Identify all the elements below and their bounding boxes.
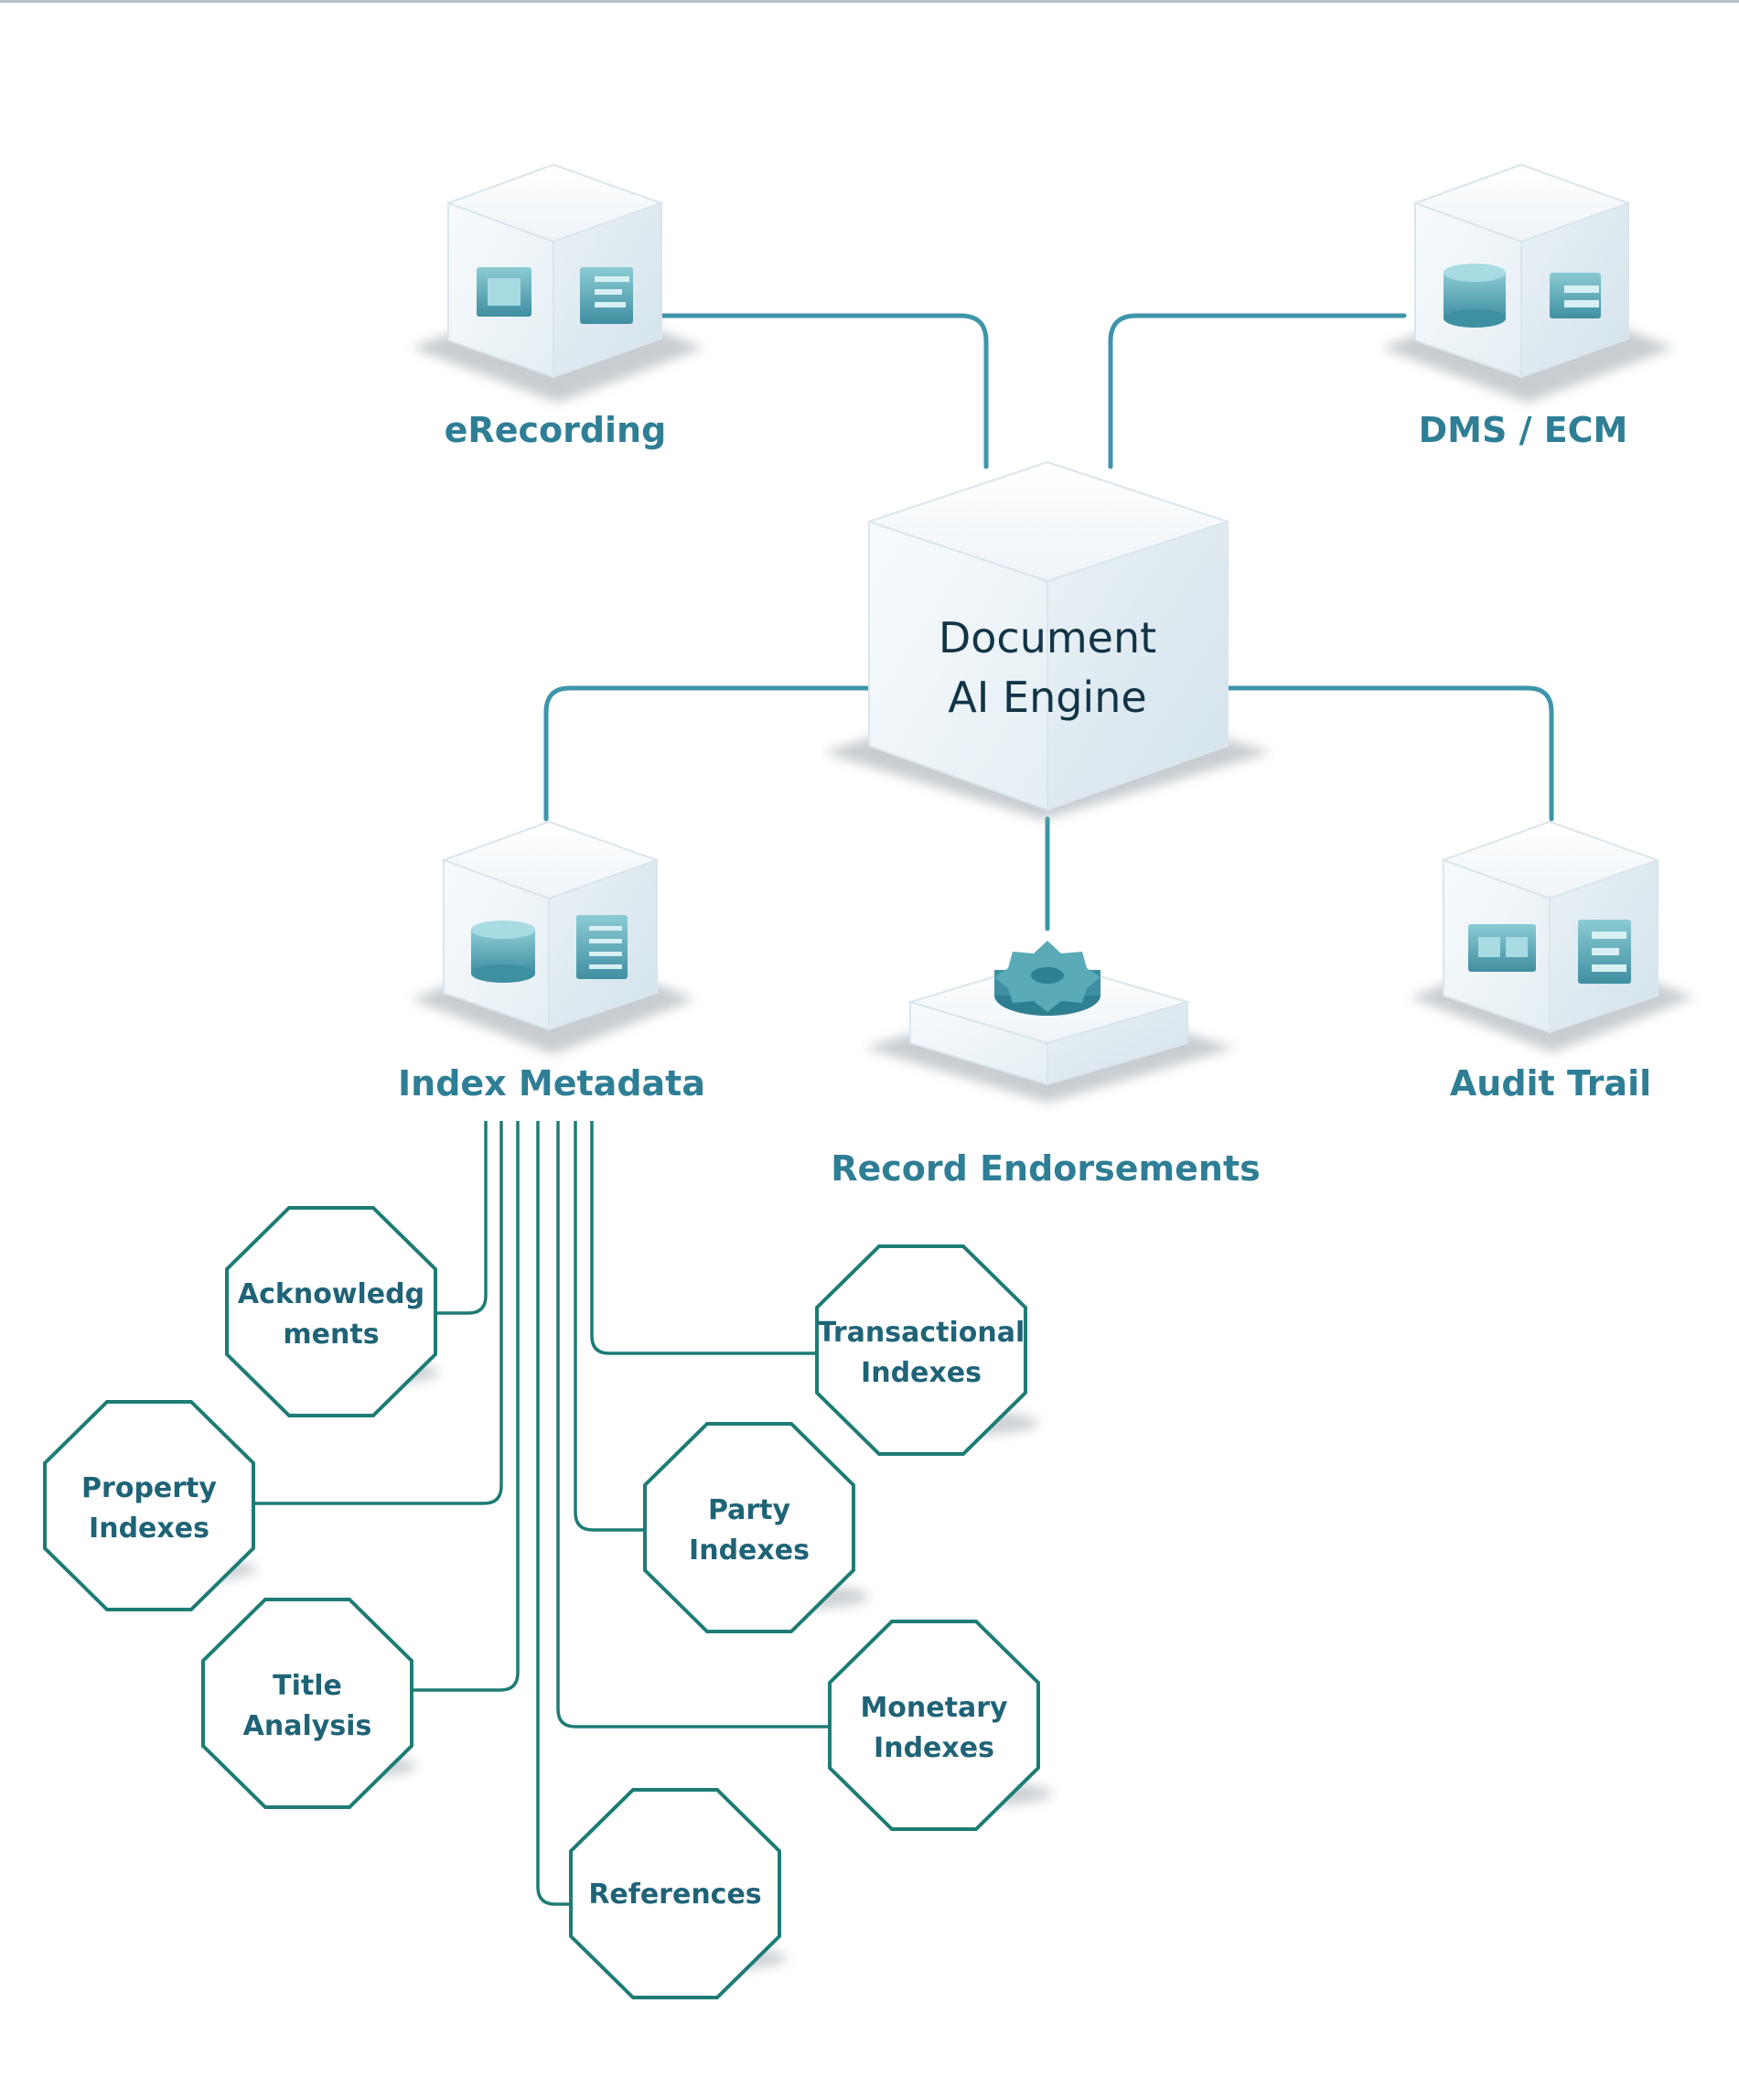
erecording-cube[interactable] <box>445 163 664 379</box>
database-icon <box>471 921 535 983</box>
record-endorsements-label: Record Endorsements <box>831 1148 1261 1189</box>
octagon-references[interactable]: References <box>569 1788 781 1999</box>
connector-lines <box>543 313 1554 932</box>
branch-title-analysis <box>411 1121 520 1692</box>
dms-ecm-label: DMS / ECM <box>1419 410 1628 450</box>
party-indexes-label-line2: Indexes <box>689 1535 810 1567</box>
octagon-title-analysis[interactable]: Title Analysis <box>201 1598 413 1809</box>
connector-engine-audit <box>1223 685 1554 822</box>
erecording-label: eRecording <box>445 410 667 450</box>
document-icon <box>580 267 633 324</box>
screen-icon <box>477 267 531 317</box>
dms-ecm-cube[interactable] <box>1412 163 1631 379</box>
engine-label-line1: Document <box>939 613 1156 662</box>
octagon-acknowledgments[interactable]: Acknowledg ments <box>225 1206 437 1417</box>
folder-icon <box>1550 273 1601 318</box>
index-metadata-label: Index Metadata <box>398 1063 705 1104</box>
branch-party-indexes <box>574 1121 645 1532</box>
connector-erecording-engine <box>656 313 989 469</box>
property-indexes-label-line2: Indexes <box>89 1513 209 1545</box>
transactional-indexes-label-line2: Indexes <box>861 1357 982 1389</box>
branch-acknowledgments <box>435 1121 488 1315</box>
party-indexes-label-line1: Party <box>708 1494 791 1526</box>
title-analysis-label-line1: Title <box>273 1670 342 1702</box>
references-label: References <box>588 1879 761 1911</box>
octagon-property-indexes[interactable]: Property Indexes <box>43 1400 255 1611</box>
connector-dms-engine <box>1108 313 1407 469</box>
engine-label-line2: AI Engine <box>948 673 1146 722</box>
branch-references <box>536 1121 572 1906</box>
document-icon <box>1578 920 1631 984</box>
index-metadata-cube[interactable] <box>441 820 660 1031</box>
octagon-monetary-indexes[interactable]: Monetary Indexes <box>828 1620 1040 1831</box>
record-endorsements-platform[interactable] <box>907 941 1191 1086</box>
title-analysis-label-line2: Analysis <box>243 1710 372 1742</box>
property-indexes-label-line1: Property <box>81 1472 217 1504</box>
branch-property-indexes <box>252 1121 503 1505</box>
acknowledgments-label-line1: Acknowledg <box>238 1278 424 1310</box>
branch-transactional-indexes <box>590 1121 817 1355</box>
monetary-indexes-label-line1: Monetary <box>860 1692 1008 1724</box>
audit-trail-label: Audit Trail <box>1450 1063 1651 1104</box>
document-ai-engine-cube[interactable] <box>865 460 1231 812</box>
octagon-transactional-indexes[interactable]: Transactional Indexes <box>815 1244 1027 1456</box>
branch-monetary-indexes <box>556 1121 830 1728</box>
top-border <box>0 0 1739 3</box>
transactional-indexes-label-line1: Transactional <box>818 1317 1025 1349</box>
acknowledgments-label-line2: ments <box>283 1319 379 1351</box>
list-icon <box>576 915 628 979</box>
timeline-icon <box>1468 924 1536 972</box>
audit-trail-cube[interactable] <box>1441 820 1660 1034</box>
gear-icon <box>994 941 1100 1016</box>
index-branch-lines <box>252 1121 830 1906</box>
database-icon <box>1444 264 1506 328</box>
octagon-party-indexes[interactable]: Party Indexes <box>643 1422 855 1633</box>
connector-engine-index <box>543 685 876 822</box>
monetary-indexes-label-line2: Indexes <box>874 1732 994 1764</box>
